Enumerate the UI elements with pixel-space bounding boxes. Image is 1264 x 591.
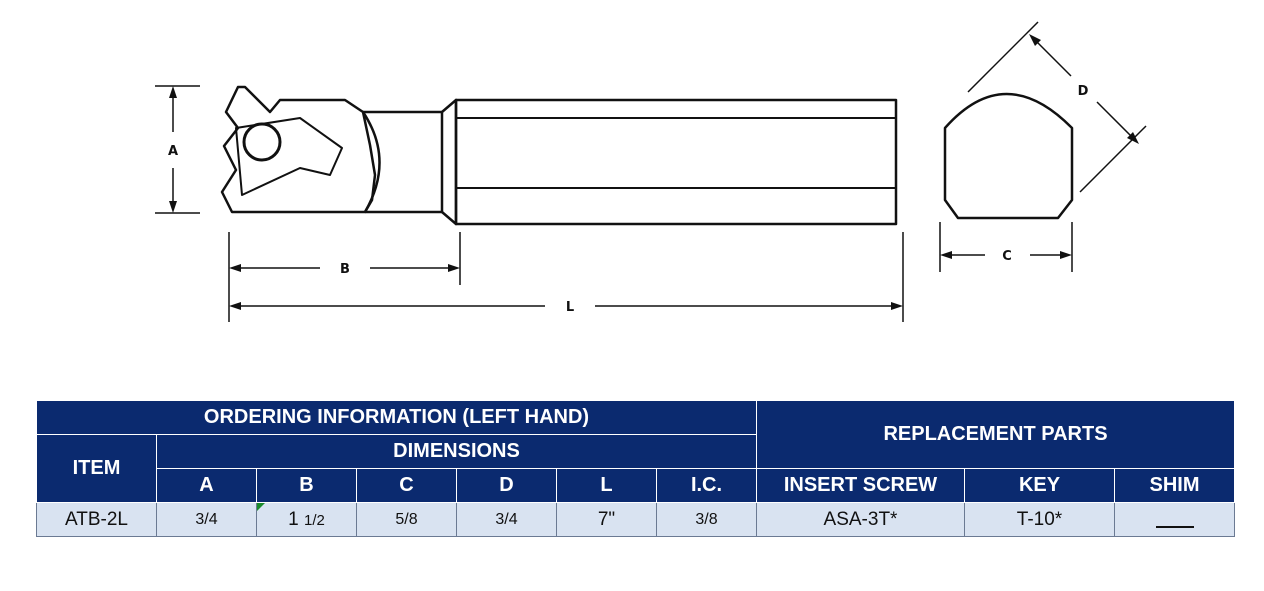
cell-item: ATB-2L — [36, 502, 157, 537]
dimension-label-b: B — [340, 262, 350, 277]
insert-outline — [235, 117, 343, 196]
cell-l: 7" — [556, 502, 657, 537]
col-header-l: L — [556, 468, 657, 503]
col-header-key: KEY — [964, 468, 1115, 503]
cell-c: 5/8 — [356, 502, 457, 537]
cell-b-fraction: 1/2 — [304, 511, 325, 529]
cell-b-whole: 1 — [288, 508, 299, 530]
col-header-d: D — [456, 468, 557, 503]
cell-d: 3/4 — [456, 502, 557, 537]
cell-b: 1 1/2 — [256, 502, 357, 537]
cell-key: T-10* — [964, 502, 1115, 537]
cell-insert-screw: ASA-3T* — [756, 502, 965, 537]
dimension-label-l: L — [566, 300, 574, 315]
cell-ic: 3/8 — [656, 502, 757, 537]
dimension-label-a: A — [168, 144, 178, 159]
tool-shank — [454, 98, 898, 226]
col-header-b: B — [256, 468, 357, 503]
tool-drawing: A B L C D — [155, 21, 1147, 322]
col-header-shim: SHIM — [1114, 468, 1235, 503]
dimension-label-c: C — [1002, 249, 1012, 264]
table-title: ORDERING INFORMATION (LEFT HAND) — [36, 400, 757, 435]
insert-screw-hole — [242, 122, 282, 162]
cell-a: 3/4 — [156, 502, 257, 537]
table-row: ATB-2L 3/4 1 1/2 5/8 3/4 7" 3/8 ASA-3T* … — [36, 502, 1235, 537]
dimensions-header: DIMENSIONS — [156, 434, 757, 469]
shim-blank-line — [1155, 512, 1194, 529]
col-header-ic: I.C. — [656, 468, 757, 503]
cell-shim — [1114, 502, 1235, 537]
ordering-table: ORDERING INFORMATION (LEFT HAND) REPLACE… — [36, 400, 1235, 537]
col-header-a: A — [156, 468, 257, 503]
tool-neck — [363, 110, 444, 214]
shank-end-view — [943, 92, 1074, 220]
col-header-c: C — [356, 468, 457, 503]
item-header: ITEM — [36, 434, 157, 503]
col-header-insert-screw: INSERT SCREW — [756, 468, 965, 503]
replacement-parts-header: REPLACEMENT PARTS — [756, 400, 1235, 469]
dimension-label-d: D — [1078, 84, 1089, 99]
head-neck-curve — [361, 111, 381, 213]
